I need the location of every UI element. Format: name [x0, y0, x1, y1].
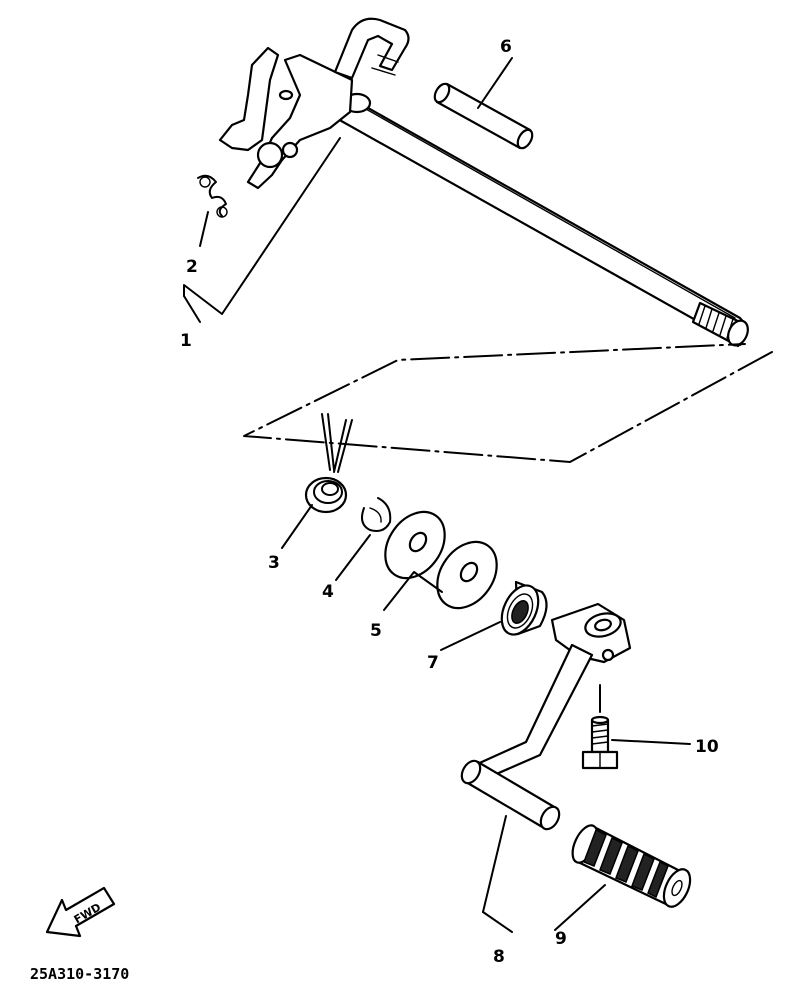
label-part-3: 3	[268, 553, 280, 573]
torsion-spring-part	[304, 413, 353, 514]
washer-part-b	[436, 540, 498, 610]
exploded-view-frame	[243, 343, 773, 463]
oil-seal-part	[500, 580, 548, 636]
dowel-pin-part	[433, 82, 534, 150]
rubber-grip-part	[571, 824, 692, 908]
bolt-part	[581, 715, 619, 770]
label-part-10: 10	[695, 737, 719, 757]
diagram-code: 25A310-3170	[30, 965, 129, 983]
fwd-arrow-icon: FWD	[45, 886, 116, 938]
shift-pedal-part	[460, 602, 632, 831]
label-part-8: 8	[493, 947, 505, 967]
label-part-2: 2	[186, 257, 198, 277]
leader-lines	[183, 57, 691, 933]
label-part-1: 1	[180, 331, 192, 351]
label-part-7: 7	[427, 653, 439, 673]
circlip-part	[361, 497, 392, 532]
part-labels: 1 2 3 4 5 6 7 8 9 10	[180, 37, 719, 967]
washer-part-a	[384, 510, 446, 580]
label-part-9: 9	[555, 929, 567, 949]
label-part-6: 6	[500, 37, 512, 57]
shift-shaft-part	[218, 17, 749, 348]
label-part-4: 4	[322, 582, 334, 602]
label-part-5: 5	[370, 621, 382, 641]
spring-part	[197, 174, 228, 218]
